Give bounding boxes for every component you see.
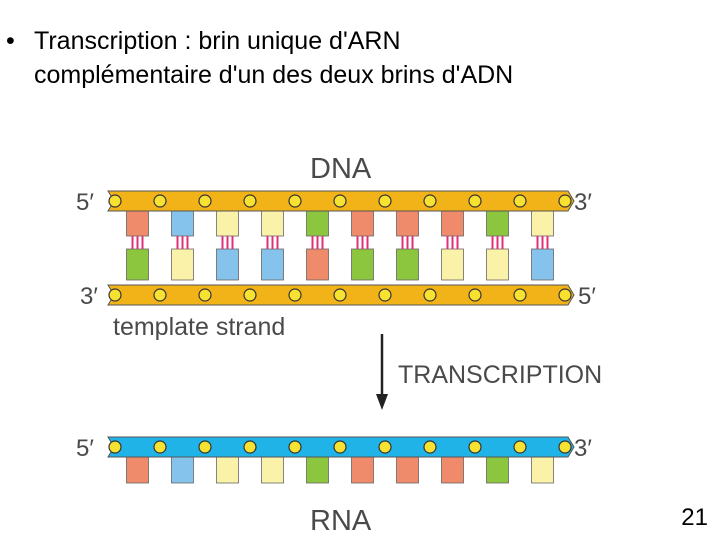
transcription-label: TRANSCRIPTION [398, 361, 602, 389]
rna-strand-phosphate-11 [558, 440, 572, 454]
dna-top-strand-phosphate-4 [243, 194, 257, 208]
rna-5-prime-label: 5′ [76, 435, 94, 462]
rna-strand-phosphate-1 [108, 440, 122, 454]
rna-strand-phosphate-8 [423, 440, 437, 454]
dna-template-base-5 [306, 248, 329, 281]
rna-strand [107, 436, 575, 458]
rna-label: RNA [310, 505, 372, 537]
dna-template-strand-phosphate-3 [198, 288, 212, 302]
dna-template-bases [126, 248, 554, 281]
dna-template-strand-phosphate-6 [333, 288, 347, 302]
dna-top-strand-phosphate-9 [468, 194, 482, 208]
rna-strand-phosphate-5 [288, 440, 302, 454]
bullet-line-1: Transcription : brin unique d'ARN [34, 27, 401, 55]
dna-template-strand-phosphate-7 [378, 288, 392, 302]
dna-template-strand-phosphate-9 [468, 288, 482, 302]
transcription-arrow-head [376, 394, 388, 410]
dna-template-strand-phosphate-5 [288, 288, 302, 302]
dna-top-strand-phosphate-2 [153, 194, 167, 208]
dna-top-strand-phosphate-1 [108, 194, 122, 208]
hydrogen-bonds [131, 236, 549, 249]
dna-template-base-4 [261, 248, 284, 281]
dna-top-strand-phosphate-5 [288, 194, 302, 208]
dna-template-strand-phosphate-4 [243, 288, 257, 302]
dna-template-5-prime-label: 5′ [578, 283, 596, 310]
dna-label: DNA [310, 153, 372, 185]
page-number: 21 [681, 504, 708, 531]
dna-template-base-8 [441, 248, 464, 281]
dna-top-strand-phosphate-8 [423, 194, 437, 208]
bullet-text: Transcription : brin unique d'ARN complé… [34, 24, 694, 92]
dna-template-strand [107, 284, 575, 306]
dna-template-strand-phosphate-8 [423, 288, 437, 302]
dna-template-base-6 [351, 248, 374, 281]
dna-template-strand-phosphate-1 [108, 288, 122, 302]
dna-top-strand-phosphate-3 [198, 194, 212, 208]
rna-bases [126, 451, 554, 484]
dna-top-strand [107, 190, 575, 212]
dna-top-strand-phosphate-11 [558, 194, 572, 208]
dna-top-strand-phosphate-10 [513, 194, 527, 208]
dna-top-strand-phosphate-6 [333, 194, 347, 208]
dna-template-base-3 [216, 248, 239, 281]
dna-template-strand-phosphate-2 [153, 288, 167, 302]
rna-strand-phosphate-3 [198, 440, 212, 454]
dna-top-5-prime-label: 5′ [76, 189, 94, 216]
dna-top-3-prime-label: 3′ [574, 189, 592, 216]
bullet-dot: • [6, 27, 15, 55]
dna-template-base-1 [126, 248, 149, 281]
rna-strand-phosphate-10 [513, 440, 527, 454]
rna-3-prime-label: 3′ [574, 435, 592, 462]
dna-template-strand-phosphate-11 [558, 288, 572, 302]
dna-template-base-9 [486, 248, 509, 281]
dna-top-strand-phosphate-7 [378, 194, 392, 208]
rna-strand-phosphate-4 [243, 440, 257, 454]
dna-template-base-2 [171, 248, 194, 281]
rna-strand-phosphate-9 [468, 440, 482, 454]
bullet-line-2: complémentaire d'un des deux brins d'ADN [34, 61, 514, 89]
dna-top-bases [126, 205, 554, 237]
dna-template-base-7 [396, 248, 419, 281]
rna-strand-phosphate-2 [153, 440, 167, 454]
dna-template-3-prime-label: 3′ [80, 283, 98, 310]
rna-strand-phosphate-7 [378, 440, 392, 454]
template-strand-label: template strand [113, 313, 285, 341]
rna-strand-phosphate-6 [333, 440, 347, 454]
dna-template-strand-phosphate-10 [513, 288, 527, 302]
dna-template-base-10 [531, 248, 554, 281]
